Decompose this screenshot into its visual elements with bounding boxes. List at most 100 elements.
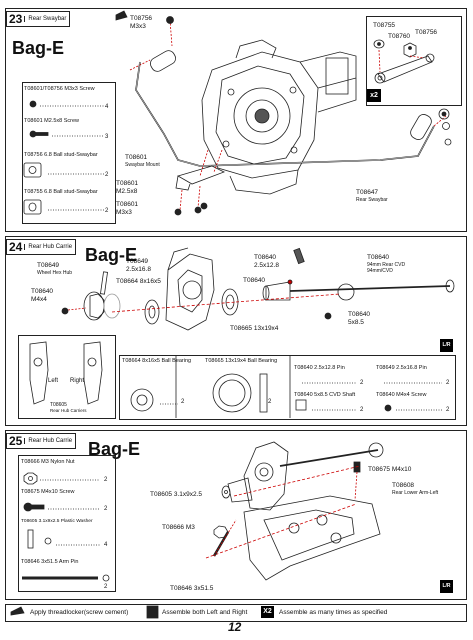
part-qty: 2: [181, 399, 185, 405]
page-number: 12: [228, 620, 242, 634]
callout-t08675: T08675 M4x10: [368, 466, 412, 473]
bearing: [144, 288, 239, 325]
callout-pin: 2.5x12.8: [254, 262, 279, 269]
callout-t08664: T08664 8x16x5: [116, 278, 161, 285]
washer: [221, 485, 231, 499]
callout-cvd: 94mm Rear CVD: [367, 262, 406, 268]
step-number: 25: [9, 434, 23, 448]
ball-stud-icon: [28, 202, 37, 212]
callout-m3x3: M3x3: [116, 209, 132, 216]
callout-t08640: T08640: [348, 311, 371, 318]
callout-t08665: T08665 13x19x4: [230, 325, 279, 332]
gearbox-housing: [201, 39, 357, 195]
callout-rear-lower-arm: Rear Lower Arm-Left: [392, 490, 439, 496]
callout-t08601: T08601: [125, 154, 148, 161]
inset-swaybar-link: [366, 16, 462, 106]
bag-label: Bag-E: [88, 439, 141, 459]
swaybar-mount: [174, 149, 225, 216]
legend-multiple: Assemble as many times as specified: [279, 609, 388, 616]
step-title: Rear Hub Carrie: [24, 438, 75, 444]
part-qty: 3: [105, 134, 109, 140]
part-qty: 2: [105, 172, 109, 178]
part-qty: 2: [446, 380, 450, 386]
part-label: T08755 6.8 Ball stud-Swaybar: [24, 189, 98, 195]
cvd-axle-25: [279, 442, 384, 467]
part-label: T08665 13x19x4 Ball Bearing: [205, 358, 278, 364]
callout-t08649: T08649: [126, 258, 149, 265]
part-qty: 4: [104, 542, 108, 548]
part-qty: 2: [104, 477, 108, 483]
step-number: 24: [9, 240, 23, 254]
part-label: T08649 2.5x16.8 Pin: [376, 365, 427, 371]
callout-m4x4: M4x4: [31, 296, 47, 303]
callout-5x85: 5x8.5: [348, 319, 364, 326]
footer-legend: [5, 604, 467, 622]
step-23-header: 23 Rear Swaybar: [6, 11, 71, 27]
bag-label: Bag-E: [12, 38, 65, 58]
parts-list-25: [18, 455, 116, 592]
label-left: Left: [48, 378, 59, 384]
link-right: [410, 108, 452, 146]
callout-t08646: T08646 3x51.5: [170, 585, 214, 592]
part-label: T08646 3x51.5 Arm Pin: [21, 559, 79, 565]
callout-hex-hub: Wheel Hex Hub: [37, 270, 73, 276]
callout-t08640: T08640: [367, 254, 390, 261]
part-label: T08675 M4x10 Screw: [21, 489, 75, 495]
inset-t08760: T08760: [388, 33, 411, 40]
callout-m3x3: M3x3: [130, 23, 146, 30]
callout-m25x8: M2.5x8: [116, 188, 138, 195]
pin: [100, 271, 108, 295]
part-qty: 2: [360, 407, 364, 413]
left-right-box: [18, 335, 116, 419]
step-title: Rear Swaybar: [24, 16, 69, 22]
step-title: Rear Hub Carrie: [24, 244, 75, 250]
ball-stud-icon: [28, 166, 37, 174]
lower-arm: [205, 495, 381, 581]
lr-badge: L/R: [440, 339, 453, 352]
callout-t08647: T08647: [356, 189, 379, 196]
step-25-panel: [5, 430, 467, 600]
parts-list-23: [22, 82, 116, 224]
callout-pin: 2.5x16.8: [126, 266, 151, 273]
callout-cvd: 94mm/CVD: [367, 268, 393, 274]
parts-list-24: [119, 355, 456, 420]
x2-badge: x2: [367, 89, 381, 102]
hex-hub: [61, 291, 121, 321]
step-23-panel: [5, 8, 467, 232]
screw-icon: [23, 502, 45, 512]
legend-left-right: Assemble both Left and Right: [162, 609, 248, 616]
part-qty: 4: [105, 104, 109, 110]
inset-parts: [373, 39, 435, 84]
callout-swaybar-mount: Swaybar Mount: [125, 162, 160, 168]
inset-t08756: T08756: [415, 29, 438, 36]
lr-part: T08605: [50, 402, 67, 408]
part-label: T08640 5x8.5 CVD Shaft: [294, 392, 356, 398]
shock-tower: [227, 441, 289, 511]
callout-t08640: T08640: [254, 254, 277, 261]
step-24-panel: [5, 236, 467, 426]
link-left: [129, 16, 176, 72]
part-label: T08640 2.5x12.8 Pin: [294, 365, 345, 371]
part-qty: 2: [268, 399, 272, 405]
part-qty: 2: [104, 506, 108, 512]
callout-t08666: T08666 M3: [162, 524, 195, 531]
part-qty: 2: [446, 407, 450, 413]
callout-rear-swaybar: Rear Swaybar: [356, 197, 388, 203]
hub-carrier: [165, 247, 215, 331]
legend-x2-icon: X2: [261, 606, 274, 618]
screw-icon: [29, 130, 49, 138]
lr-badge: L/R: [440, 580, 453, 593]
hub-carrier-right: [83, 341, 103, 405]
part-label: T08601/T08756 M3x3 Screw: [24, 86, 95, 92]
screw-icon: [29, 100, 37, 108]
legend-threadlocker: Apply threadlocker(screw cement): [30, 609, 129, 616]
step-24-header: 24 Rear Hub Carrie: [6, 239, 77, 255]
screw-lock-icon: [116, 12, 126, 20]
set-screw: [324, 312, 332, 320]
part-qty: 2: [360, 380, 364, 386]
screw-m4x10: [353, 461, 361, 501]
callout-t08601: T08601: [116, 201, 139, 208]
callout-t08640: T08640: [31, 288, 54, 295]
callout-t08756: T08756: [130, 15, 153, 22]
